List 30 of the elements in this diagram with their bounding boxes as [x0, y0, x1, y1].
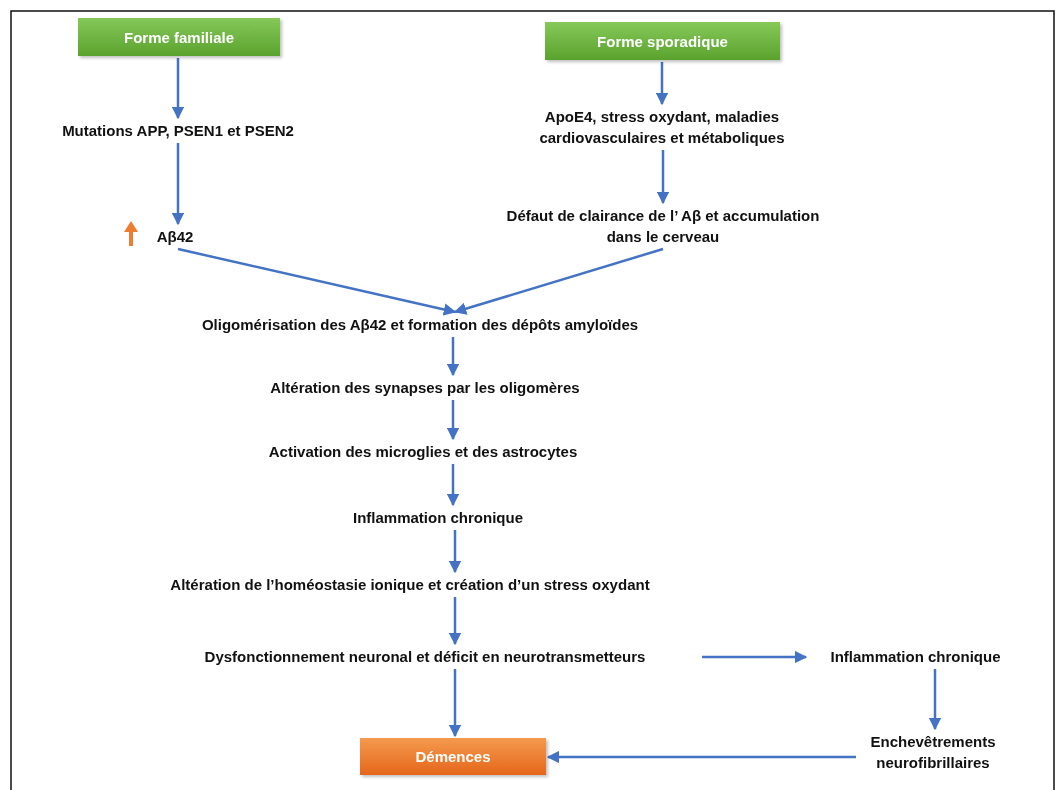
arrow — [177, 247, 457, 316]
arrow — [448, 597, 462, 646]
arrow — [448, 530, 462, 574]
outcome-box: Démences — [360, 738, 546, 775]
arrow — [655, 62, 669, 106]
arrow — [453, 247, 664, 315]
arrow — [171, 143, 185, 226]
step-text: Mutations APP, PSEN1 et PSEN2 — [18, 120, 338, 141]
arrow — [446, 337, 460, 377]
arrow — [656, 150, 670, 205]
arrow — [446, 400, 460, 441]
step-text: Dysfonctionnement neuronal et déficit en neurotransmetteurs — [150, 646, 700, 667]
arrow — [928, 669, 942, 731]
arrow — [446, 464, 460, 507]
step-text: Aβ42 — [151, 226, 199, 247]
start-box: Forme sporadique — [545, 22, 780, 60]
step-text: Inflammation chronique — [808, 646, 1023, 667]
step-text: Activation des microglies et des astrocytes — [193, 441, 653, 462]
step-text: Défaut de clairance de l’ Aβ et accumulation dans le cerveau — [493, 205, 833, 247]
step-text: Enchevêtrements neurofibrillaires — [858, 731, 1008, 773]
step-text: Inflammation chronique — [308, 507, 568, 528]
step-text: Altération des synapses par les oligomères — [195, 377, 655, 398]
arrow — [448, 669, 462, 738]
step-text: ApoE4, stress oxydant, maladies cardiovasculaires et métaboliques — [492, 106, 832, 148]
step-text: Oligomérisation des Aβ42 et formation des dépôts amyloïdes — [120, 314, 720, 335]
arrow — [546, 750, 856, 764]
step-text: Altération de l’homéostasie ionique et création d’un stress oxydant — [100, 574, 720, 595]
start-box: Forme familiale — [78, 18, 280, 56]
arrow — [171, 58, 185, 120]
arrow — [702, 650, 808, 664]
